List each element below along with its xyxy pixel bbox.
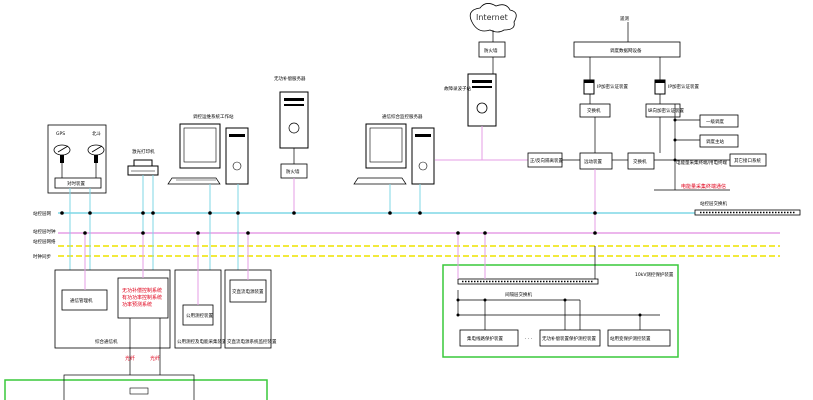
device-a-box xyxy=(459,329,519,347)
bus-label-net: 站控层网 xyxy=(33,210,51,217)
green-frame-right xyxy=(442,264,679,358)
switch2-box xyxy=(627,152,655,170)
power-pred-label: 电能量采集终端/用电终端 xyxy=(676,159,728,166)
device-c-label: 站用变保护测控装置 xyxy=(610,335,651,342)
remote-device-label: 远动装置 xyxy=(584,158,602,165)
dots-label: · · · xyxy=(525,337,532,342)
vert-enc-label: 纵向加密认证装置 xyxy=(648,107,684,114)
public-meas-label: 公用测控装置 xyxy=(186,312,213,319)
ip-encryption-2 xyxy=(654,79,666,95)
bottom-device xyxy=(129,387,149,395)
red-a-label: 无功补偿控制系统 xyxy=(122,287,162,294)
dispatch-b-label: 调度主站 xyxy=(706,138,724,145)
ip-enc2-label: IP加密认证装置 xyxy=(668,83,700,90)
other-sys-box xyxy=(729,153,767,167)
device-c-box xyxy=(607,329,671,347)
vert-enc-box xyxy=(645,103,681,118)
comm-mgr-label: 通信管理机 xyxy=(70,297,93,304)
bus-label-b: 站控层时钟 xyxy=(33,228,56,235)
green-sw-label: 间隔层交换机 xyxy=(505,291,532,298)
internet-cloud: Internet xyxy=(469,3,517,33)
green-frame-left xyxy=(4,379,268,400)
printer-icon xyxy=(127,159,159,176)
comm-workstation-icon xyxy=(353,123,435,185)
bottom-device-frame xyxy=(63,374,195,400)
printer-label: 激光打印机 xyxy=(132,148,155,155)
dispatch-b-box xyxy=(699,134,739,148)
top-right-label: 遥测 xyxy=(620,15,629,22)
bus-label-c: 站控层网络 xyxy=(33,238,56,245)
server-tower-icon xyxy=(279,91,309,149)
device-b-box xyxy=(539,329,601,347)
data-net-label: 调度数据网设备 xyxy=(610,47,642,54)
switch2-label: 交换机 xyxy=(633,158,647,165)
dispatch-a-label: 一级调度 xyxy=(706,118,724,125)
fault-recorder-tower xyxy=(467,73,497,127)
bay-switch-bar xyxy=(457,278,599,285)
time-sync-box xyxy=(54,177,102,189)
bus-label-d: 时钟同步 xyxy=(33,253,51,260)
ops-ws-label: 调控运维系统工作站 xyxy=(193,113,234,120)
comm-panel-label: 综合通信机 xyxy=(95,338,118,345)
server-mid-label: 无功补偿服务器 xyxy=(274,75,306,82)
data-net-box xyxy=(573,41,681,58)
beidou-label: 北斗 xyxy=(92,130,101,137)
main-switch-label: 交换机 xyxy=(587,107,601,114)
public-acq-label: 公用测控及电能采集装置 xyxy=(177,338,227,345)
acdc-label: 交直流电源装置 xyxy=(232,288,264,295)
device-b-label: 无功补偿装置保护测控装置 xyxy=(542,335,596,342)
red-system-box xyxy=(117,277,169,319)
firewall-mid-label: 防火墙 xyxy=(286,168,300,175)
junction-dots xyxy=(60,118,677,317)
red-note-label: 电能量采集终端通信 xyxy=(681,183,726,190)
ip-encryption-1 xyxy=(583,79,595,95)
device-a-label: 集电线路保护装置 xyxy=(467,335,503,342)
time-sync-label: 对时装置 xyxy=(67,180,85,187)
fault-recorder-label: 故障录波子站 xyxy=(444,85,471,92)
gps-label: GPS xyxy=(56,131,65,137)
green-title-label: 10kV测控保护装置 xyxy=(635,271,674,278)
red-right-label: 光纤 xyxy=(150,355,160,362)
red-c-label: 功率预测系统 xyxy=(122,301,152,308)
acdc-sub-label: 交直流电源系统监控装置 xyxy=(227,338,277,345)
firewall-top-box xyxy=(478,41,506,58)
ops-workstation-icon xyxy=(167,123,249,185)
remote-device-box xyxy=(579,152,613,170)
switch-bar-label: 站控层交换机 xyxy=(700,200,727,207)
dispatch-a-box xyxy=(699,114,739,128)
beidou-antenna-icon xyxy=(87,144,105,163)
bus-lines xyxy=(58,212,780,257)
firewall-top-label: 防火墙 xyxy=(484,47,498,54)
comm-server-label: 通信综合监控服务器 xyxy=(382,113,423,120)
gps-antenna-icon xyxy=(53,144,71,163)
other-sys-label: 其它接口系统 xyxy=(734,157,761,164)
internet-label: Internet xyxy=(476,13,508,22)
red-b-label: 有功功率控制系统 xyxy=(122,294,162,301)
ip-enc1-label: IP加密认证装置 xyxy=(597,83,629,90)
station-switch-bar xyxy=(694,209,801,216)
isolator-label: 正/反向隔离装置 xyxy=(530,157,564,164)
